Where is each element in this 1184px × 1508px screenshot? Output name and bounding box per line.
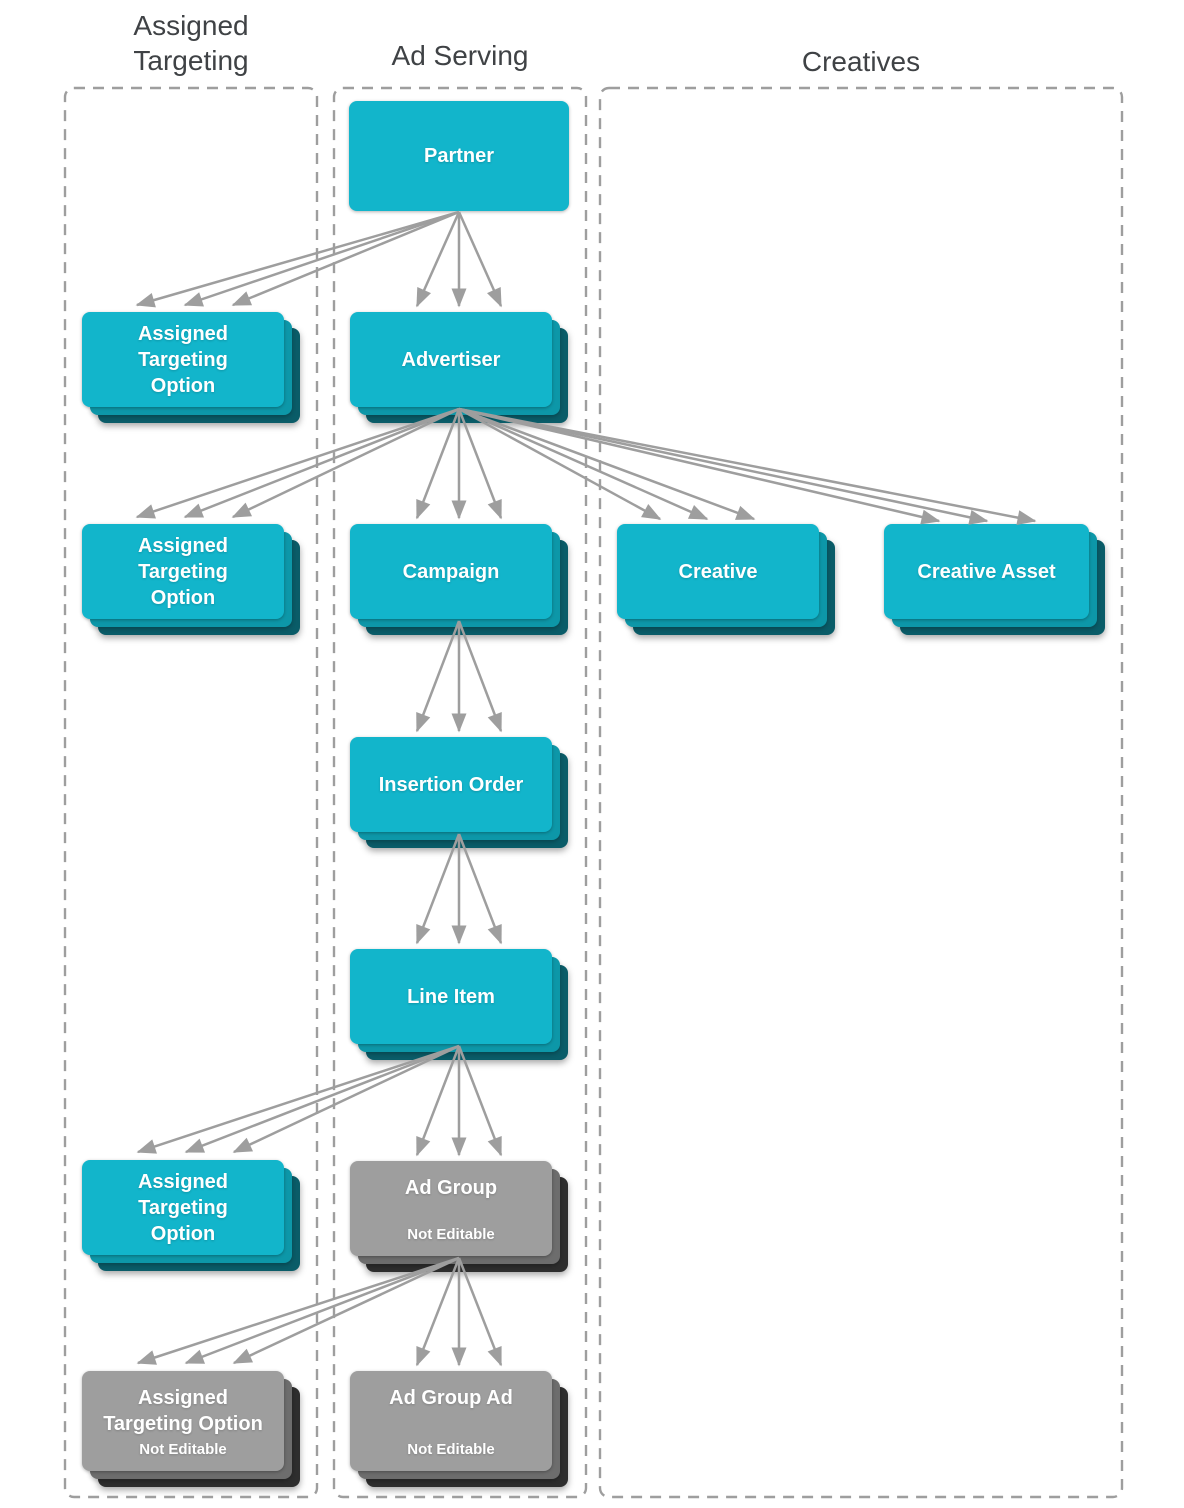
node-face: Line Item xyxy=(350,949,552,1044)
node-label: Creative xyxy=(678,560,758,583)
node-label: Campaign xyxy=(402,560,500,583)
node-label: Ad Group Ad xyxy=(389,1387,513,1409)
column-title-assigned-targeting: Assigned Targeting xyxy=(133,10,249,76)
node-face: Insertion Order xyxy=(350,737,552,832)
creative-node: Creative xyxy=(617,524,835,635)
line-item-node: Line Item xyxy=(350,949,568,1060)
node-label: Ad Group xyxy=(404,1177,498,1199)
node-label: Partner xyxy=(423,145,495,167)
node-face: Partner xyxy=(349,101,569,211)
node-label: Creative Asset xyxy=(917,560,1056,583)
ad-group-ad-node: Ad Group Ad Not Editable xyxy=(350,1371,568,1487)
assigned-targeting-option-1-node: Assigned Targeting Option xyxy=(82,312,300,423)
node-sublabel: Not Editable xyxy=(407,1441,495,1458)
insertion-order-node: Insertion Order xyxy=(350,737,568,848)
node-label: Assigned Targeting Option xyxy=(137,1170,229,1245)
assigned-targeting-option-2-node: Assigned Targeting Option xyxy=(82,524,300,635)
node-face: Campaign xyxy=(350,524,552,619)
node-face: Assigned Targeting Option xyxy=(82,312,284,407)
node-label: Insertion Order xyxy=(378,773,524,796)
node-sublabel: Not Editable xyxy=(407,1226,495,1243)
campaign-node: Campaign xyxy=(350,524,568,635)
creative-asset-node: Creative Asset xyxy=(884,524,1105,635)
node-face: Creative xyxy=(617,524,819,619)
node-face: Creative Asset xyxy=(884,524,1089,619)
node-label: Assigned Targeting Option xyxy=(137,322,229,397)
node-label: Assigned Targeting Option xyxy=(137,534,229,609)
node-face: Ad Group Ad Not Editable xyxy=(350,1371,552,1471)
node-label: Line Item xyxy=(407,985,495,1008)
node-label: Advertiser xyxy=(401,348,501,371)
node-sublabel: Not Editable xyxy=(139,1441,227,1458)
column-title-creatives: Creatives xyxy=(801,46,921,77)
node-face: Assigned Targeting Option xyxy=(82,524,284,619)
assigned-targeting-option-3-node: Assigned Targeting Option xyxy=(82,1160,300,1271)
column-title-ad-serving: Ad Serving xyxy=(391,40,529,71)
node-face: Advertiser xyxy=(350,312,552,407)
node-face: Assigned Targeting Option xyxy=(82,1160,284,1255)
partner-node: Partner xyxy=(349,101,569,211)
advertiser-node: Advertiser xyxy=(350,312,568,423)
node-label: Assigned Targeting Option xyxy=(103,1387,263,1435)
